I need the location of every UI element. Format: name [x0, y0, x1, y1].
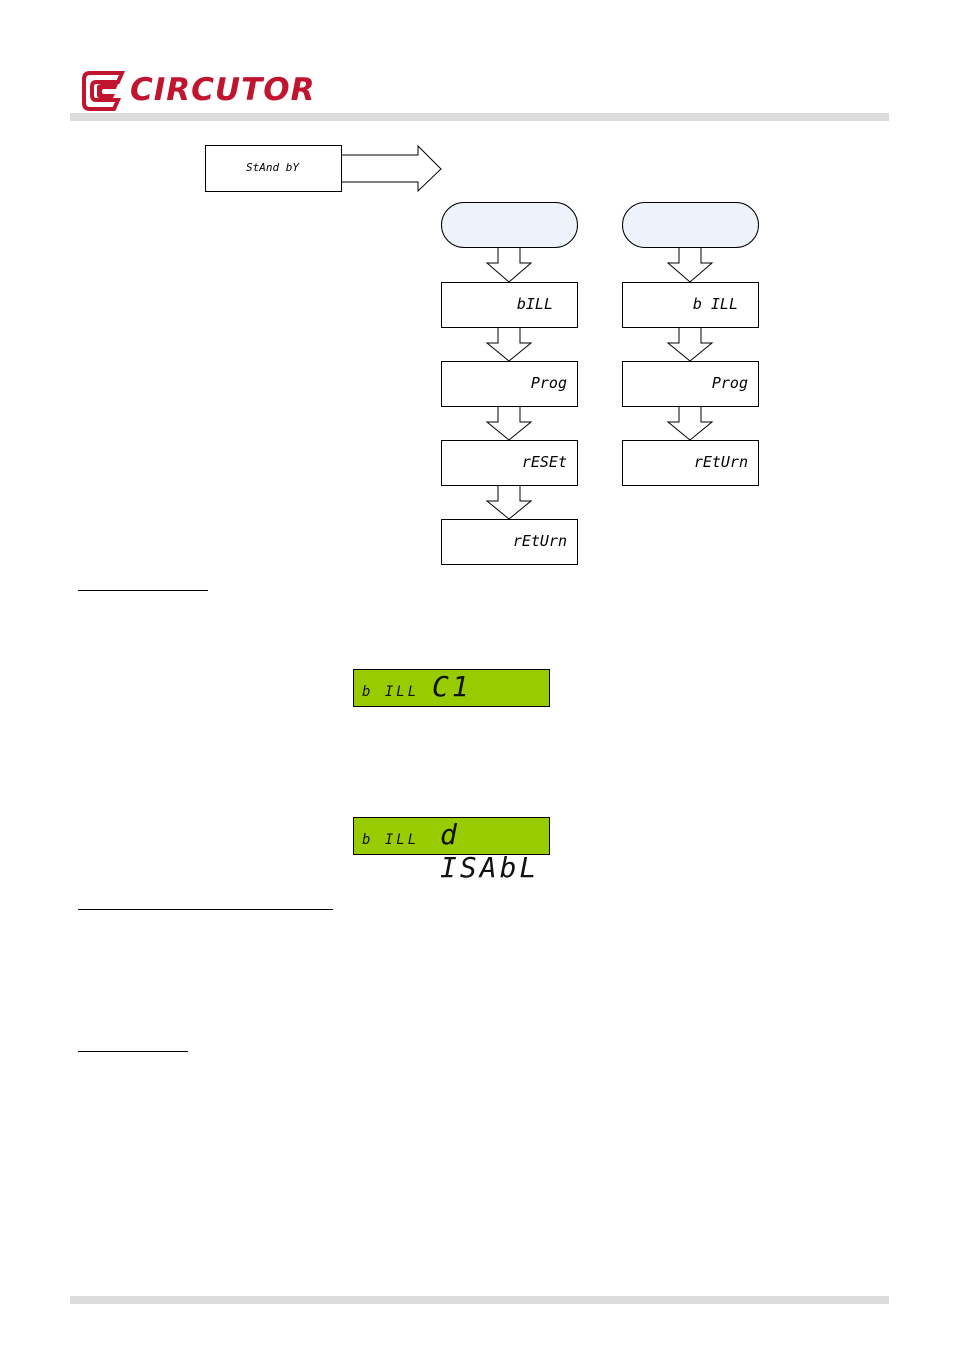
menu-start-right	[622, 202, 759, 248]
menu-item-return-right: rEtUrn	[622, 440, 759, 486]
menu-item-label: Prog	[530, 374, 567, 392]
section-heading-underline	[78, 909, 333, 910]
lcd-big-text: d ISAbL	[440, 818, 540, 884]
lcd-display: b ILL C1	[353, 669, 550, 707]
menu-item-bill-left: bILL	[441, 282, 578, 328]
flow-arrows	[340, 144, 714, 520]
menu-item-prog-left: Prog	[441, 361, 578, 407]
section-heading-underline	[78, 1051, 188, 1052]
menu-item-label: Prog	[711, 374, 748, 392]
menu-item-prog-right: Prog	[622, 361, 759, 407]
standby-box: StAnd bY	[205, 145, 342, 192]
lcd-display: b ILL d ISAbL	[353, 817, 550, 884]
section-heading-underline	[78, 590, 208, 591]
lcd-small-text: b ILL	[362, 832, 420, 848]
menu-item-return-left: rEtUrn	[441, 519, 578, 565]
header-rule	[70, 113, 889, 121]
circutor-logo-icon	[82, 71, 126, 111]
menu-item-label: b ILL	[692, 295, 738, 313]
lcd-big-text: C1	[432, 670, 472, 703]
menu-item-label: rEtUrn	[693, 453, 748, 471]
lcd-small-text: b ILL	[362, 684, 420, 700]
menu-item-label: rEtUrn	[512, 532, 567, 550]
brand-name: CIRCUTOR	[130, 72, 316, 108]
menu-start-left	[441, 202, 578, 248]
menu-item-label: rESEt	[521, 453, 567, 471]
logo	[82, 70, 312, 112]
footer-rule	[70, 1296, 889, 1304]
menu-item-label: bILL	[516, 295, 553, 313]
menu-item-reset-left: rESEt	[441, 440, 578, 486]
standby-label: StAnd bY	[246, 161, 299, 174]
menu-item-bill-right: b ILL	[622, 282, 759, 328]
